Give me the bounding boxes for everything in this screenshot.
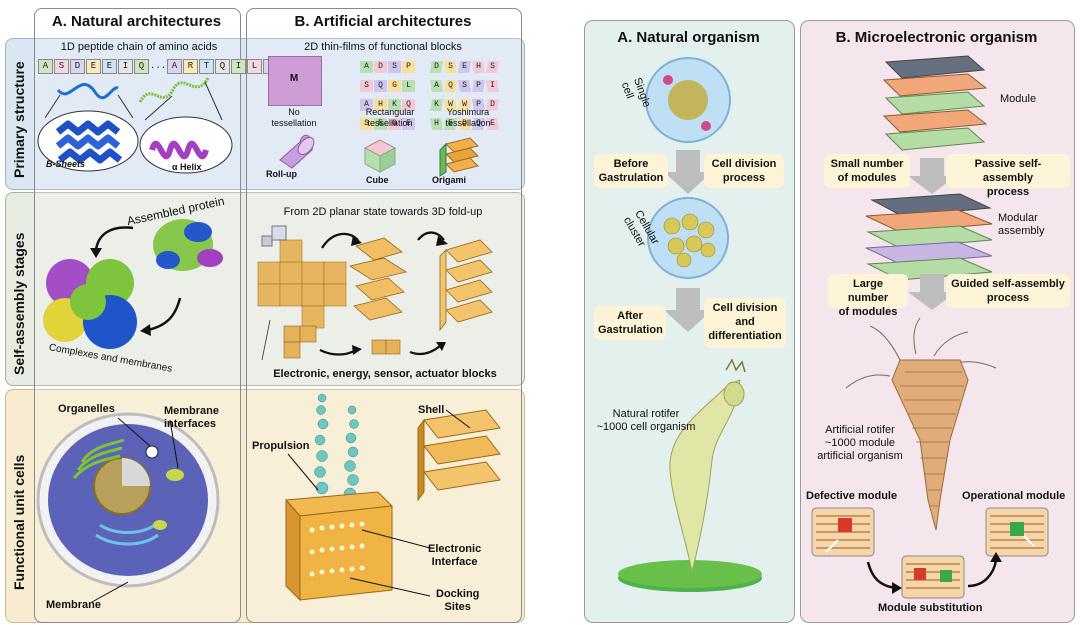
amino-acid-cell: Q: [134, 59, 149, 74]
amino-acid-cell: ...: [150, 61, 167, 71]
yoshimura-grid-cell: D: [458, 118, 471, 130]
column-b-title: B. Artificial architectures: [294, 13, 472, 30]
rect-grid-cell: Q: [402, 99, 415, 111]
yoshimura-grid-cell: H: [430, 118, 443, 130]
cell-division-differentiation-tag: Cell division and differentiation: [704, 298, 786, 348]
rect-grid-cell: E: [374, 118, 387, 130]
rect-grid-cell: A: [360, 61, 373, 73]
amino-acid-cell: A: [167, 59, 182, 74]
row-label-functional: Functional unit cells: [11, 454, 27, 590]
yoshimura-grid-cell: D: [430, 61, 443, 73]
yoshimura-grid-cell: K: [430, 99, 443, 111]
docking-sites-label: Docking Sites: [436, 588, 480, 613]
rect-grid-cell: E: [402, 118, 415, 130]
amino-acid-cell: R: [183, 59, 198, 74]
microelectronic-organism-panel: [800, 20, 1075, 623]
amino-acid-cell: D: [70, 59, 85, 74]
row-label-selfassembly: Self-assembly stages: [11, 232, 27, 375]
amino-acid-cell: A: [38, 59, 53, 74]
yoshimura-grid-cell: E: [444, 118, 457, 130]
column-a-title: A. Natural architectures: [51, 13, 222, 30]
b-sheets-label: B-Sheets: [46, 159, 86, 169]
organelles-label: Organelles: [58, 403, 115, 415]
yoshimura-grid-cell: E: [458, 61, 471, 73]
yoshimura-grid-cell: Q: [472, 118, 485, 130]
large-number-tag: Large number of modules: [828, 274, 908, 318]
rectangular-tessellation-label: Rectangular tessellation: [365, 107, 415, 128]
yoshimura-grid-cell: S: [486, 61, 499, 73]
yoshimura-grid-cell: A: [430, 80, 443, 92]
row-label-primary: Primary structure: [11, 61, 27, 178]
yoshimura-grid-cell: S: [458, 80, 471, 92]
rect-grid-cell: D: [374, 61, 387, 73]
small-number-tag: Small number of modules: [824, 154, 910, 188]
fold-up-caption: From 2D planar state towards 3D fold-up: [283, 206, 483, 218]
microelectronic-organism-title: B. Microelectronic organism: [835, 29, 1038, 46]
propulsion-label: Propulsion: [252, 440, 310, 452]
amino-acid-cell: S: [54, 59, 69, 74]
blocks-caption: Electronic, energy, sensor, actuator blo…: [273, 368, 497, 380]
yoshimura-grid-cell: H: [472, 61, 485, 73]
before-gastrulation-tag: Before Gastrulation: [594, 154, 668, 188]
module-substitution-label: Module substitution: [878, 602, 983, 614]
artificial-rotifer-label: Artificial rotifer ~1000 module artifici…: [817, 424, 903, 462]
yoshimura-grid-cell: W: [458, 99, 471, 111]
yoshimura-grid-cell: W: [444, 99, 457, 111]
yoshimura-grid-cell: P: [472, 99, 485, 111]
rect-grid-cell: A: [360, 99, 373, 111]
electronic-interface-label: Electronic Interface: [428, 543, 482, 568]
membrane-interfaces-label: Membrane interfaces: [164, 405, 220, 430]
yoshimura-grid-cell: I: [486, 80, 499, 92]
alpha-helix-label: α Helix: [172, 162, 202, 172]
cube-label: Cube: [366, 175, 389, 185]
no-tessellation-square: [268, 56, 322, 106]
membrane-label: Membrane: [46, 599, 102, 611]
rect-grid-cell: Q: [374, 80, 387, 92]
amino-acid-cell: E: [102, 59, 117, 74]
no-tessellation-label: No tessellation: [271, 107, 317, 128]
yoshimura-grid-cell: S: [444, 61, 457, 73]
guided-self-assembly-tag: Guided self-assembly process: [946, 274, 1070, 308]
yoshimura-tessellation-label: Yoshimura tessellation: [445, 107, 491, 128]
rollup-label: Roll-up: [266, 169, 297, 179]
thin-film-caption: 2D thin-films of functional blocks: [304, 41, 462, 53]
modular-assembly-label: Modular assembly: [998, 212, 1045, 237]
peptide-chain-caption: 1D peptide chain of amino acids: [60, 41, 218, 53]
operational-module-label: Operational module: [962, 490, 1066, 502]
rect-grid-cell: S: [360, 80, 373, 92]
amino-acid-cell: Q: [215, 59, 230, 74]
module-label: Module: [1000, 93, 1037, 105]
amino-acid-cell: L: [247, 59, 262, 74]
natural-organism-title: A. Natural organism: [617, 29, 760, 46]
cell-division-process-tag: Cell division process: [704, 154, 784, 188]
passive-self-assembly-tag: Passive self-assembly process: [946, 154, 1070, 198]
column-a-frame: [34, 8, 241, 623]
rect-grid-cell: K: [388, 99, 401, 111]
no-tessellation-letter: M: [289, 73, 299, 84]
amino-acid-cell: I: [118, 59, 133, 74]
rect-grid-cell: L: [402, 80, 415, 92]
amino-acid-cell: I: [231, 59, 246, 74]
yoshimura-grid-cell: P: [472, 80, 485, 92]
after-gastrulation-tag: After Gastrulation: [594, 306, 666, 340]
rect-grid-cell: H: [374, 99, 387, 111]
origami-label: Origami: [432, 175, 467, 185]
yoshimura-grid-cell: D: [486, 99, 499, 111]
rect-grid-cell: G: [388, 118, 401, 130]
yoshimura-grid-cell: Q: [444, 80, 457, 92]
amino-acid-cell: E: [86, 59, 101, 74]
natural-rotifer-label: Natural rotifer ~1000 cell organism: [596, 408, 696, 433]
rect-grid-cell: G: [388, 80, 401, 92]
defective-module-label: Defective module: [806, 490, 898, 502]
shell-label: Shell: [418, 404, 445, 416]
rect-grid-cell: S: [360, 118, 373, 130]
rect-grid-cell: S: [388, 61, 401, 73]
yoshimura-grid-cell: E: [486, 118, 499, 130]
amino-acid-cell: T: [199, 59, 214, 74]
rect-grid-cell: P: [402, 61, 415, 73]
